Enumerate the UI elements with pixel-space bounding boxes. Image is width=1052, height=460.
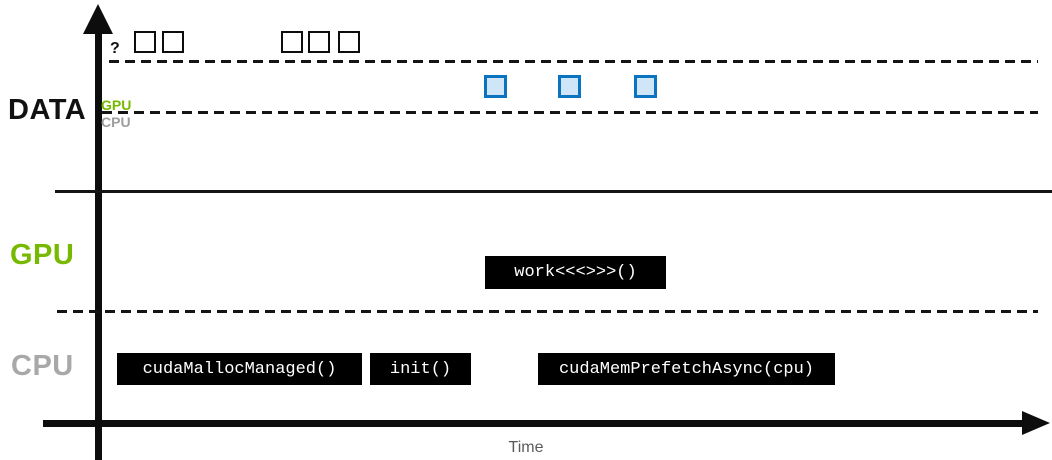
data-row-cpu-label: CPU	[101, 114, 131, 130]
gpu-kernel-work-box: work<<<>>>()	[485, 256, 666, 289]
cpu-init-box: init()	[370, 353, 471, 385]
x-axis-line	[43, 420, 1024, 427]
data-lane-gpu-cpu-dashed-line	[102, 111, 1038, 114]
gpu-memory-page-icon	[484, 75, 507, 98]
gpu-section-label: GPU	[10, 239, 75, 271]
memory-page-outline-icon	[308, 31, 330, 53]
data-section-label: DATA	[8, 94, 87, 126]
data-lane-top-dashed-line	[109, 60, 1038, 63]
unknown-location-question-mark: ?	[110, 40, 120, 57]
cpu-section-label: CPU	[11, 350, 74, 382]
memory-page-outline-icon	[134, 31, 156, 53]
gpu-cpu-lane-dashed-line	[57, 310, 1038, 313]
x-axis-time-label: Time	[508, 439, 544, 456]
cpu-cudamallocmanaged-box: cudaMallocManaged()	[117, 353, 362, 385]
y-axis-arrowhead-icon	[83, 4, 113, 34]
memory-page-outline-icon	[281, 31, 303, 53]
gpu-memory-page-icon	[634, 75, 657, 98]
y-axis-line	[95, 28, 102, 460]
memory-page-outline-icon	[338, 31, 360, 53]
data-row-gpu-label: GPU	[101, 97, 132, 113]
gpu-memory-page-icon	[558, 75, 581, 98]
data-gpu-section-divider-line	[55, 190, 1052, 193]
cpu-cudamemprefetchasync-box: cudaMemPrefetchAsync(cpu)	[538, 353, 835, 385]
memory-page-outline-icon	[162, 31, 184, 53]
x-axis-arrowhead-icon	[1022, 411, 1050, 435]
